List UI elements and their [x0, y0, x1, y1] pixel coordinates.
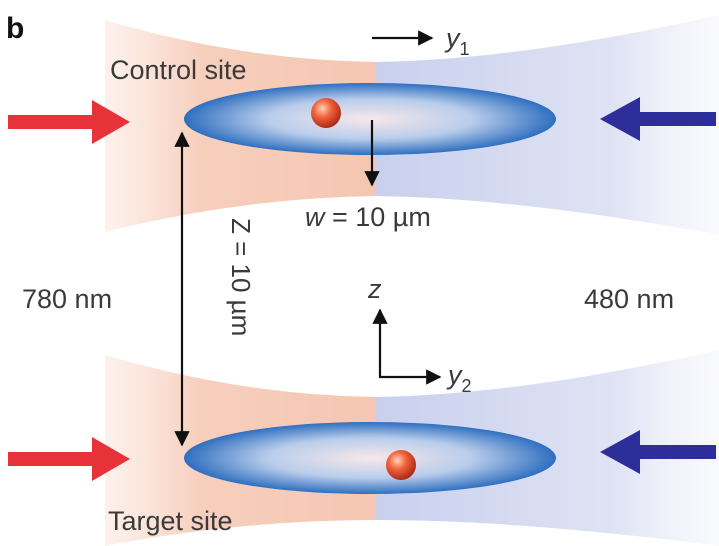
arrow-right-icon: [8, 437, 130, 481]
control-trap-ellipse: [184, 83, 556, 155]
target-atom: [386, 450, 416, 480]
z-label: z: [367, 274, 382, 304]
arrow-left-icon: [600, 97, 716, 141]
arrow-left-icon: [600, 430, 716, 474]
waist-value: = 10 µm: [325, 202, 431, 232]
left-wavelength-label: 780 nm: [22, 284, 112, 314]
target-site-label: Target site: [108, 506, 233, 536]
y2-symbol: y: [446, 360, 463, 390]
separation-label: Z = 10 µm: [226, 218, 256, 336]
target-beam: [105, 350, 719, 546]
y1-subscript: 1: [460, 39, 470, 59]
y2-subscript: 2: [462, 376, 472, 396]
control-atom: [311, 98, 341, 128]
waist-label: w = 10 µm: [305, 202, 431, 232]
y1-label: y1: [444, 23, 470, 59]
right-wavelength-label: 480 nm: [584, 284, 674, 314]
control-site-label: Control site: [110, 55, 247, 85]
target-trap-ellipse: [184, 422, 556, 494]
waist-symbol: w: [305, 202, 326, 232]
y1-symbol: y: [444, 23, 461, 53]
y2-label: y2: [446, 360, 472, 396]
arrow-right-icon: [8, 100, 130, 144]
panel-letter: b: [6, 12, 24, 45]
control-beam: [105, 15, 719, 235]
